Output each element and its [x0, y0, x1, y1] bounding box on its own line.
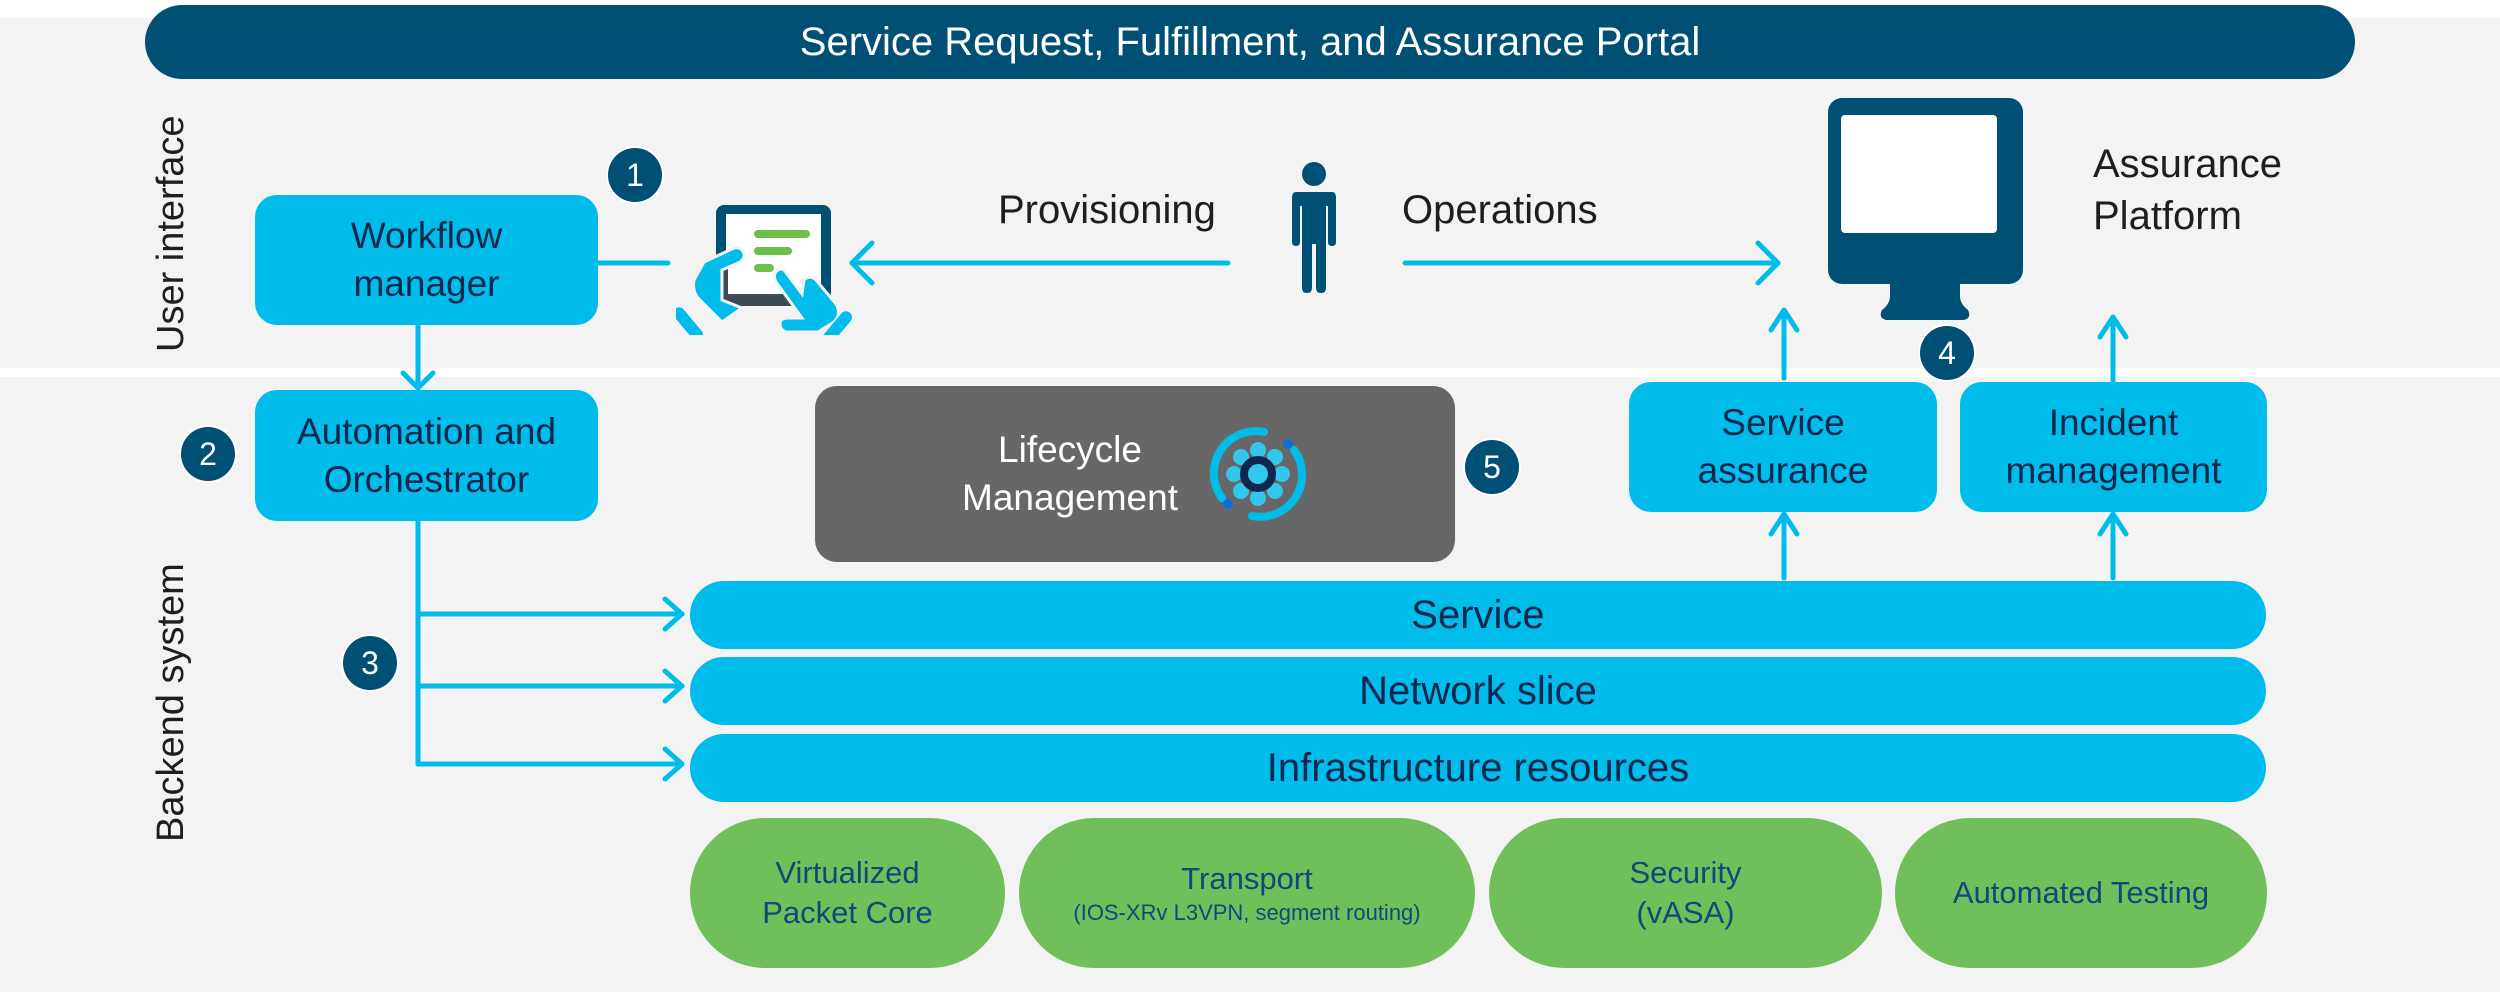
arrow-incident-to-platform-head: [2097, 314, 2129, 340]
incident-management-box[interactable]: Incident management: [1960, 382, 2267, 512]
arrow-workflow-automation-head: [400, 370, 436, 391]
gear-cycle-icon: [1209, 427, 1307, 521]
monitor-icon[interactable]: [1828, 98, 2023, 323]
service-assurance-box[interactable]: Service assurance: [1629, 382, 1937, 512]
lifecycle-management-line2: Management: [962, 477, 1178, 518]
workflow-manager-line1: Workflow: [350, 215, 503, 256]
assurance-platform-label: Assurance Platform: [2093, 138, 2282, 242]
resource-title: Automated Testing: [1952, 875, 2210, 910]
operations-label: Operations: [1402, 188, 1598, 232]
automation-orchestrator-box[interactable]: Automation and Orchestrator: [255, 390, 598, 521]
arrow-service-to-assurance-head: [1768, 511, 1800, 537]
service-assurance-line1: Service: [1721, 402, 1845, 443]
automation-orchestrator-line2: Orchestrator: [323, 458, 530, 500]
arrow-to-network-slice-head: [662, 668, 685, 704]
resource-title2: Packet Core: [762, 895, 933, 930]
assurance-platform-line1: Assurance: [2093, 142, 2282, 186]
resource-subtitle: (IOS-XRv L3VPN, segment routing): [1073, 900, 1421, 925]
workflow-manager-line2: manager: [353, 263, 500, 304]
resource-title: Security: [1629, 855, 1742, 890]
automation-orchestrator-line1: Automation and: [296, 410, 557, 452]
arrow-to-infrastructure-head: [662, 746, 685, 782]
resource-virtualized-packet-core[interactable]: Virtualized Packet Core: [690, 818, 1005, 968]
arrow-assurance-to-platform-head: [1768, 307, 1800, 333]
lifecycle-management-box[interactable]: Lifecycle Management: [815, 386, 1455, 562]
lifecycle-management-line1: Lifecycle: [998, 429, 1142, 470]
layer-service[interactable]: Service: [690, 581, 2266, 649]
assurance-platform-line2: Platform: [2093, 194, 2242, 238]
step-badge-5: 5: [1465, 440, 1519, 494]
incident-management-line1: Incident: [2048, 402, 2179, 443]
resource-automated-testing[interactable]: Automated Testing: [1895, 818, 2267, 968]
layer-network-slice-label: Network slice: [1359, 668, 1597, 713]
arrow-service-to-incident-head: [2097, 511, 2129, 537]
layer-service-label: Service: [1411, 592, 1545, 637]
step-badge-2: 2: [181, 427, 235, 481]
service-assurance-line2: assurance: [1697, 450, 1869, 491]
resource-security[interactable]: Security (vASA): [1489, 818, 1882, 968]
resource-transport[interactable]: Transport (IOS-XRv L3VPN, segment routin…: [1019, 818, 1475, 968]
step-badge-1: 1: [608, 148, 662, 202]
arrow-to-service-head: [662, 596, 685, 632]
arrow-provisioning-head: [849, 240, 875, 286]
provisioning-label: Provisioning: [998, 188, 1216, 232]
arrow-operations-head: [1755, 240, 1781, 286]
step-badge-4: 4: [1920, 326, 1974, 380]
step-badge-3: 3: [343, 636, 397, 690]
layer-network-slice[interactable]: Network slice: [690, 657, 2266, 725]
portal-header: Service Request, Fulfillment, and Assura…: [145, 5, 2355, 79]
resource-title2: (vASA): [1636, 895, 1735, 930]
layer-infrastructure-label: Infrastructure resources: [1266, 745, 1690, 790]
resource-title: Virtualized: [775, 855, 920, 890]
person-icon: [1292, 162, 1336, 293]
workflow-manager-box[interactable]: Workflow manager: [255, 195, 598, 325]
portal-title: Service Request, Fulfillment, and Assura…: [799, 19, 1701, 64]
resource-title: Transport: [1181, 861, 1313, 896]
layer-infrastructure-resources[interactable]: Infrastructure resources: [690, 734, 2266, 802]
tablet-touch-icon: [676, 205, 852, 335]
incident-management-line2: management: [2005, 450, 2222, 491]
